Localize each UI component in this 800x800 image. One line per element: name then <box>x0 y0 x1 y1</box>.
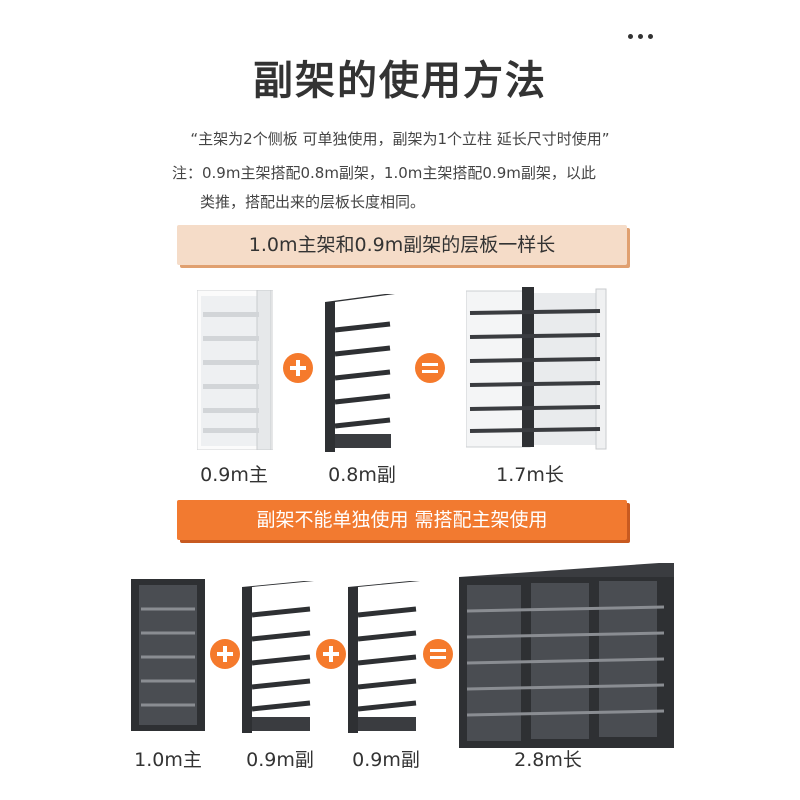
shelf-combined-1-icon <box>466 287 607 450</box>
note-line-1: 注：0.9m主架搭配0.8m副架，1.0m主架搭配0.9m副架，以此 <box>172 164 596 182</box>
note-line-2: 类推，搭配出来的层板长度相同。 <box>200 193 426 211</box>
page-title: 副架的使用方法 <box>253 58 547 104</box>
shelf-combined-2-icon <box>459 563 674 748</box>
section2-banner: 副架不能单独使用 需搭配主架使用 <box>177 500 627 540</box>
label-28-long: 2.8m长 <box>514 749 582 771</box>
label-17-long: 1.7m长 <box>496 464 564 486</box>
shelf-dark-sub-icon <box>242 581 314 733</box>
plus-icon <box>316 639 346 669</box>
label-10-main: 1.0m主 <box>134 749 202 771</box>
more-dots-icon[interactable] <box>620 24 660 48</box>
equals-icon <box>423 639 453 669</box>
plus-icon <box>283 353 313 383</box>
label-08-sub: 0.8m副 <box>328 464 396 486</box>
shelf-dark-sub-icon <box>325 294 395 452</box>
label-09-main: 0.9m主 <box>200 464 268 486</box>
shelf-dark-main-icon <box>131 579 205 731</box>
intro-quote: “主架为2个侧板 可单独使用，副架为1个立柱 延长尺寸时使用” <box>190 130 610 148</box>
section1-banner: 1.0m主架和0.9m副架的层板一样长 <box>177 225 627 265</box>
shelf-dark-sub-icon <box>348 581 420 733</box>
label-09-sub: 0.9m副 <box>352 749 420 771</box>
shelf-white-main-icon <box>197 290 273 450</box>
intro-note: 注：0.9m主架搭配0.8m副架，1.0m主架搭配0.9m副架，以此 类推，搭配… <box>172 159 652 217</box>
equals-icon <box>415 353 445 383</box>
label-09-sub: 0.9m副 <box>246 749 314 771</box>
plus-icon <box>210 639 240 669</box>
